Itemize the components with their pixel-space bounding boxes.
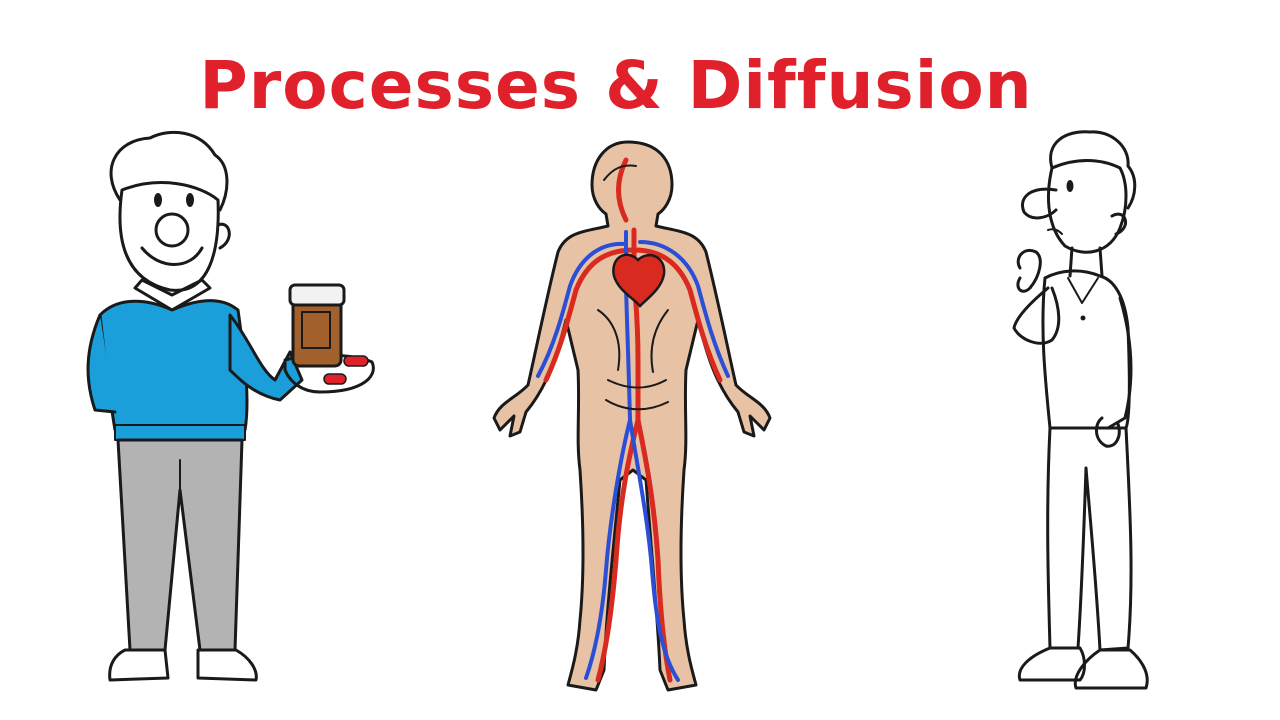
pill-icon bbox=[323, 355, 369, 385]
sweater bbox=[98, 299, 249, 432]
circulatory-system-icon bbox=[492, 140, 772, 692]
man-with-pills-icon bbox=[86, 130, 375, 682]
thinking-man-icon bbox=[1012, 130, 1149, 690]
page-title: Processes & Diffusion bbox=[199, 47, 1033, 124]
heart-icon bbox=[612, 253, 666, 308]
